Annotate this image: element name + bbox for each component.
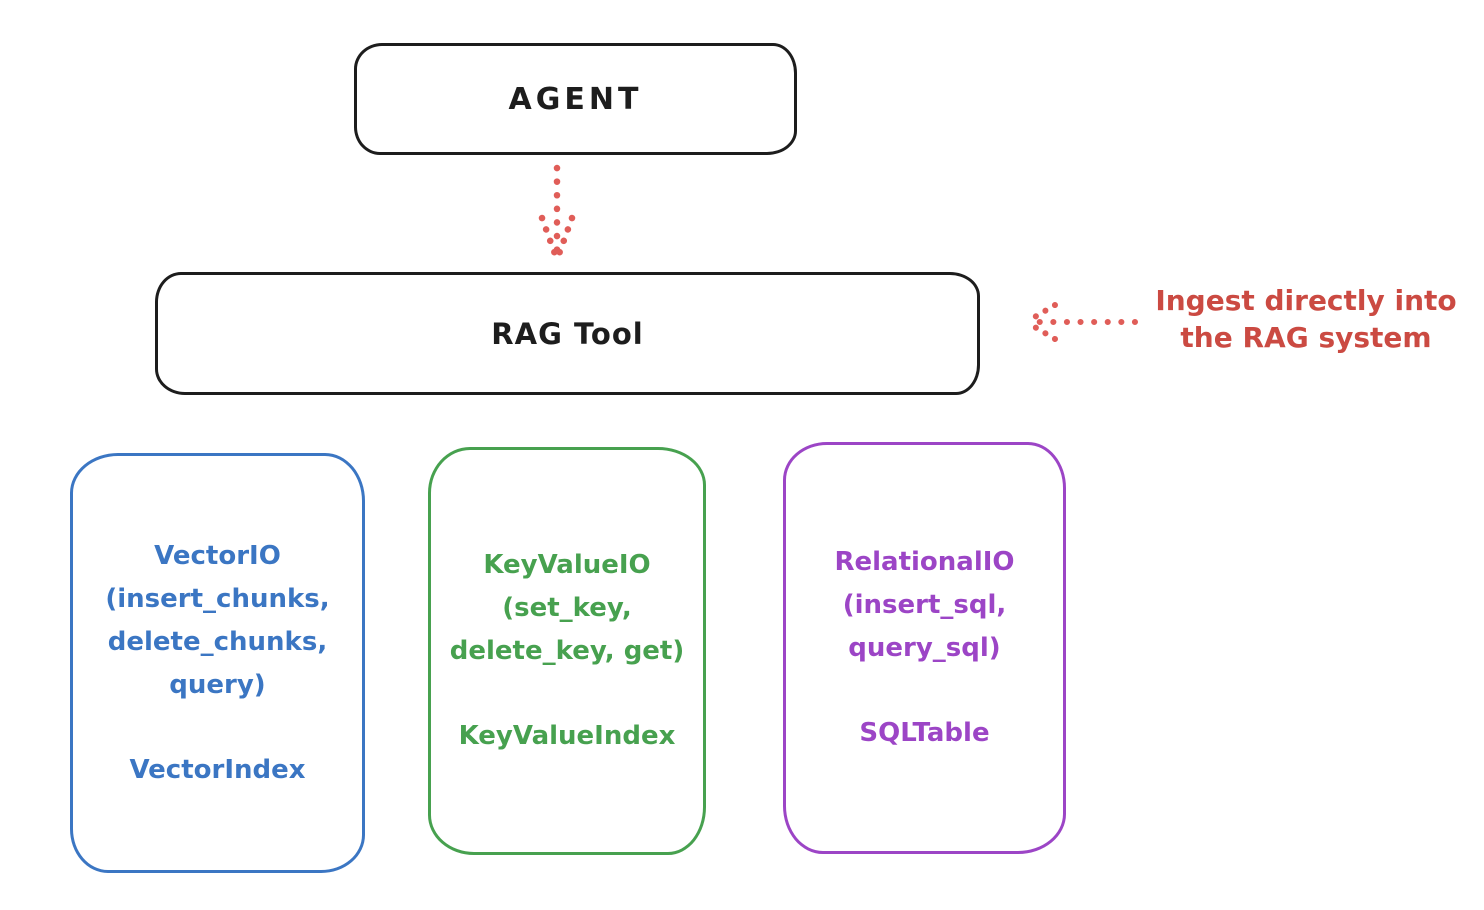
keyvalue-index-label: KeyValueIndex	[458, 721, 676, 751]
vector-index-label: VectorIndex	[129, 754, 306, 785]
keyvalue-io-node: KeyValueIO (set_key, delete_key, get) Ke…	[428, 447, 706, 855]
ingest-annotation-line2: the RAG system	[1180, 321, 1432, 354]
vector-io-line: delete_chunks,	[107, 626, 328, 657]
ingest-annotation: Ingest directly into the RAG system	[1138, 282, 1474, 356]
agent-label: AGENT	[508, 81, 643, 117]
relational-io-line: RelationalIO	[834, 547, 1015, 577]
sql-table-label: SQLTable	[859, 718, 990, 748]
relational-io-line: (insert_sql,	[842, 590, 1007, 620]
relational-io-node: RelationalIO (insert_sql, query_sql) SQL…	[783, 442, 1066, 854]
vector-io-line: (insert_chunks,	[105, 583, 330, 614]
relational-io-description: RelationalIO (insert_sql, query_sql)	[834, 541, 1014, 670]
ingest-arrow-icon	[1025, 302, 1138, 342]
vector-io-line: query)	[169, 669, 266, 700]
keyvalue-io-line: delete_key, get)	[449, 636, 685, 666]
vector-io-node: VectorIO (insert_chunks, delete_chunks, …	[70, 453, 365, 873]
keyvalue-io-line: (set_key,	[502, 593, 632, 623]
ingest-annotation-line1: Ingest directly into	[1155, 284, 1457, 317]
keyvalue-io-description: KeyValueIO (set_key, delete_key, get)	[450, 544, 685, 673]
relational-io-line: query_sql)	[848, 633, 1001, 663]
agent-to-rag-arrow-icon	[538, 164, 576, 260]
agent-node: AGENT	[354, 43, 797, 155]
vector-io-description: VectorIO (insert_chunks, delete_chunks, …	[105, 535, 329, 707]
rag-tool-node: RAG Tool	[155, 272, 980, 395]
vector-io-line: VectorIO	[154, 540, 281, 571]
rag-tool-label: RAG Tool	[491, 316, 644, 351]
keyvalue-io-line: KeyValueIO	[483, 550, 651, 580]
